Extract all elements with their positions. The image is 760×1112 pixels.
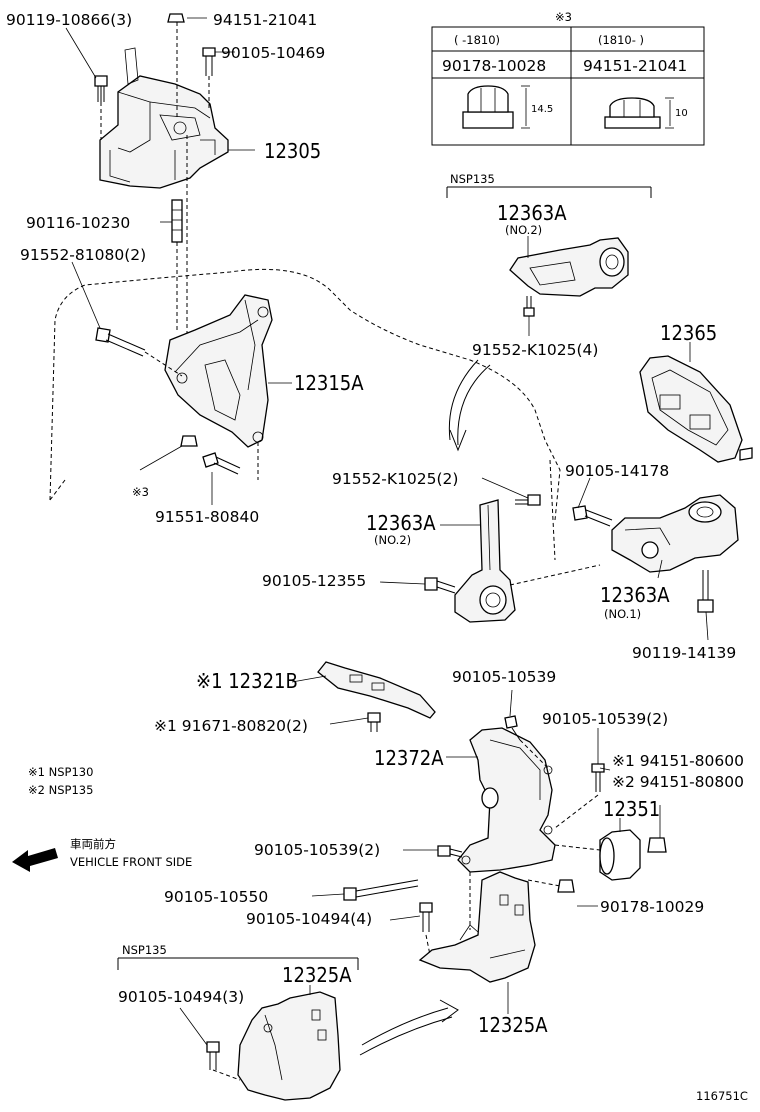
bracket-12325A-right — [418, 871, 536, 983]
cover-12365 — [639, 355, 753, 463]
bolt-90105-14178-icon — [572, 505, 613, 527]
note-table: ※3 ( -1810) (1810- ) 90178-10028 94151-2… — [431, 10, 705, 146]
label-no2-top: (NO.2) — [505, 223, 542, 237]
label-nsp135-top: NSP135 — [450, 172, 495, 186]
note-table-col1-dim: 14.5 — [531, 104, 553, 115]
note-table-col1-part: 90178-10028 — [442, 57, 546, 75]
bolt-91552-81080-icon — [95, 327, 146, 357]
plate-12321B — [317, 661, 436, 719]
label-12372A: 12372A — [374, 746, 444, 770]
bolt-90105-10494-4-icon — [419, 902, 433, 932]
bolt-90105-12355-icon — [424, 577, 456, 594]
bolt-91671-80820-icon — [367, 712, 381, 732]
label-90119-14139: 90119-14139 — [632, 644, 736, 662]
label-90105-10539-a: 90105-10539 — [452, 668, 556, 686]
label-90105-10494-3: 90105-10494(3) — [118, 988, 244, 1006]
label-12325A-top: 12325A — [282, 963, 352, 987]
bracket-12315A — [164, 294, 273, 448]
mount-12305 — [99, 47, 229, 189]
label-12325A-bottom: 12325A — [478, 1013, 548, 1037]
label-90119-10866: 90119-10866(3) — [6, 11, 132, 29]
nut-short-icon — [604, 97, 674, 129]
label-12365: 12365 — [660, 321, 717, 345]
bolt-90105-10539-b-icon — [591, 763, 605, 792]
arrow-curve-mid — [457, 364, 491, 446]
label-91552-K1025-4: 91552-K1025(4) — [472, 341, 598, 359]
label-90105-10539-b: 90105-10539(2) — [542, 710, 668, 728]
bolt-90119-10866-icon — [94, 75, 108, 102]
nut-tall-icon — [462, 85, 530, 129]
label-no2-mid: (NO.2) — [374, 533, 411, 547]
label-12305: 12305 — [264, 139, 321, 163]
label-front-en: VEHICLE FRONT SIDE — [70, 855, 192, 869]
label-91551-80840: 91551-80840 — [155, 508, 259, 526]
note-table-col2-dim: 10 — [675, 108, 688, 119]
mount-12351 — [599, 829, 641, 881]
label-90105-14178: 90105-14178 — [565, 462, 669, 480]
label-90178-10029: 90178-10029 — [600, 898, 704, 916]
bolt-90105-10494-3-icon — [206, 1041, 220, 1070]
label-90105-10494-4: 90105-10494(4) — [246, 910, 372, 928]
bolt-91551-80840-icon — [202, 452, 241, 475]
nut-90178-10029-icon — [557, 879, 575, 893]
label-12351: 12351 — [603, 797, 660, 821]
nut-94151-21041-icon — [167, 13, 185, 23]
label-12363A-mid: 12363A — [366, 511, 436, 535]
label-12315A: 12315A — [294, 371, 364, 395]
part-labels: 90119-10866(3) 94151-21041 90105-10469 1… — [6, 11, 748, 1103]
label-12363A-top: 12363A — [497, 201, 567, 225]
note-table-col2-range: (1810- ) — [598, 33, 644, 47]
bracket-12372A — [457, 727, 556, 873]
stud-90116-10230-icon — [171, 199, 183, 243]
label-note-nsp130: ※1 NSP130 — [28, 765, 93, 779]
mount-12363A-no2-top — [509, 237, 629, 297]
label-90116-10230: 90116-10230 — [26, 214, 130, 232]
label-12363A-right: 12363A — [600, 583, 670, 607]
label-94151-21041-top: 94151-21041 — [213, 11, 317, 29]
label-front-jp: 車両前方 — [70, 837, 116, 851]
label-94151-80600: ※1 94151-80600 — [612, 752, 744, 770]
label-90105-10550: 90105-10550 — [164, 888, 268, 906]
label-note3-mark: ※3 — [132, 485, 149, 499]
label-90105-10539-c: 90105-10539(2) — [254, 841, 380, 859]
bolt-90105-10539-c-icon — [437, 845, 463, 858]
leader-lines — [65, 17, 709, 1046]
bracket-12325A-left — [237, 991, 341, 1101]
label-12321B: ※1 12321B — [196, 669, 298, 693]
engine-outline — [49, 268, 561, 521]
bolt-90105-10550-icon — [343, 879, 419, 901]
vehicle-front-arrow-icon — [12, 848, 58, 872]
bolt-91552-K1025-4-icon — [523, 296, 535, 317]
label-91671-80820: ※1 91671-80820(2) — [154, 717, 308, 735]
nut-94151-80600-icon — [647, 837, 667, 853]
label-no1-right: (NO.1) — [604, 607, 641, 621]
label-nsp135-bottom: NSP135 — [122, 943, 167, 957]
bolt-90105-10539-a-icon — [504, 715, 521, 741]
mount-12363A-no2-mid — [454, 499, 516, 623]
label-91552-81080: 91552-81080(2) — [20, 246, 146, 264]
note-table-col1-range: ( -1810) — [454, 33, 500, 47]
label-94151-80800: ※2 94151-80800 — [612, 773, 744, 791]
bolt-90119-14139-icon — [697, 570, 714, 613]
label-91552-K1025-2: 91552-K1025(2) — [332, 470, 458, 488]
bolt-91552-K1025-2-icon — [515, 494, 541, 506]
note-table-col2-part: 94151-21041 — [583, 57, 687, 75]
label-figure-id: 116751C — [696, 1089, 748, 1103]
note-table-title: ※3 — [555, 10, 572, 24]
label-90105-12355: 90105-12355 — [262, 572, 366, 590]
arrow-curve-bottom — [361, 1007, 449, 1046]
nut-note3-icon — [180, 435, 198, 447]
bolt-90105-10469-icon — [202, 47, 216, 76]
mount-12363A-no1 — [611, 494, 739, 573]
label-90105-10469: 90105-10469 — [221, 44, 325, 62]
label-note-nsp135: ※2 NSP135 — [28, 783, 93, 797]
